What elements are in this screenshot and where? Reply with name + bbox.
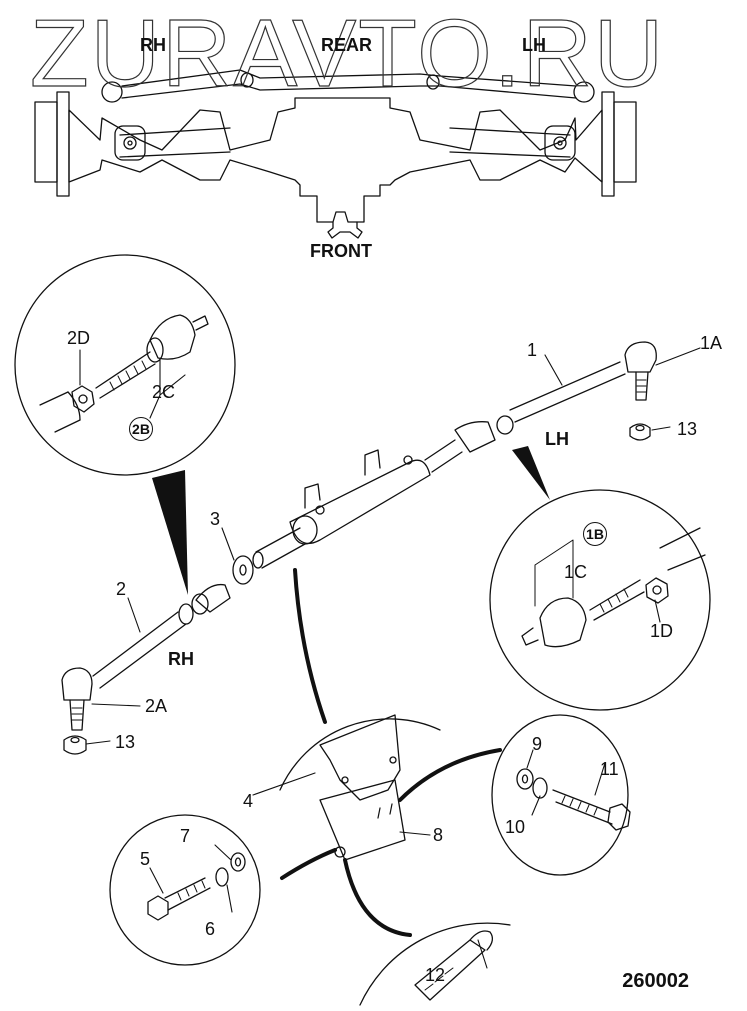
callout-6: 6 [205, 919, 216, 939]
track-rod-2 [92, 611, 187, 689]
detail-circle-bolt-11 [491, 714, 631, 876]
detail-circle-fitting-12 [359, 922, 511, 1006]
callout-12: 12 [425, 965, 446, 985]
cylinder-lug [304, 483, 321, 509]
hydraulic-cylinder [289, 459, 431, 545]
callout-2d: 2D [67, 328, 91, 348]
hose-fitting-12 [414, 939, 486, 1001]
callout-4: 4 [243, 791, 254, 811]
washer-9 [516, 768, 534, 790]
spring-washer-6 [215, 867, 229, 887]
bolt-5-head [147, 895, 169, 921]
callout-5: 5 [140, 849, 151, 869]
callout-13-right: 13 [677, 419, 698, 439]
balljoint-1c [539, 597, 587, 648]
locknut-2d [71, 385, 95, 413]
figure-number: 260002 [622, 970, 689, 992]
axle-assembly-top-view [34, 69, 637, 239]
pinion-yoke [327, 221, 363, 239]
detail-circle-bracket [279, 568, 502, 937]
watermark: ZURAVTO.RU [29, 0, 666, 107]
label-lh: LH [545, 429, 569, 449]
label-rh: RH [168, 649, 194, 669]
label-axle-rh: RH [140, 35, 166, 55]
callout-2b: 2B [129, 417, 153, 441]
detail-circle-rh-balljoint [14, 254, 236, 595]
track-rod-1 [509, 361, 626, 423]
callout-10: 10 [505, 817, 526, 837]
detail-circle-lh-balljoint [489, 446, 711, 711]
callout-13-left: 13 [115, 732, 136, 752]
callout-1d: 1D [650, 621, 674, 641]
locknut-1d [645, 577, 669, 604]
spring-washer-10 [532, 777, 548, 799]
leader-lines [79, 347, 701, 969]
axle-left-hub [34, 101, 58, 183]
balljoint-2c [149, 314, 196, 360]
callout-11: 11 [600, 759, 619, 779]
callout-1b: 1B [583, 522, 607, 546]
washer-3 [232, 555, 254, 585]
balljoint-1a [624, 341, 657, 373]
callout-8: 8 [433, 825, 444, 845]
callout-1c: 1C [564, 562, 588, 582]
label-axle-front: FRONT [310, 241, 372, 261]
callout-1: 1 [527, 340, 538, 360]
callout-3: 3 [210, 509, 221, 529]
washer-7 [230, 852, 246, 872]
bracket-4 [319, 714, 401, 801]
bolt-11-head [607, 803, 631, 831]
nut-13-left [63, 735, 87, 755]
label-axle-lh: LH [522, 35, 546, 55]
callout-2: 2 [116, 579, 127, 599]
detail-circle-bolt-5 [109, 814, 261, 966]
detail-pointer [152, 470, 188, 595]
nut-13-right [629, 423, 651, 441]
callout-2c: 2C [152, 382, 176, 402]
steering-cylinder-assembly [61, 341, 657, 755]
axle-housing [68, 97, 603, 223]
callout-2a: 2A [145, 696, 168, 716]
callout-7: 7 [180, 826, 191, 846]
bracket-8 [319, 779, 406, 861]
callout-9: 9 [532, 734, 543, 754]
callout-1a: 1A [700, 333, 723, 353]
label-axle-rear: REAR [321, 35, 373, 55]
axle-right-hub [613, 101, 637, 183]
balljoint-2a [61, 667, 93, 701]
